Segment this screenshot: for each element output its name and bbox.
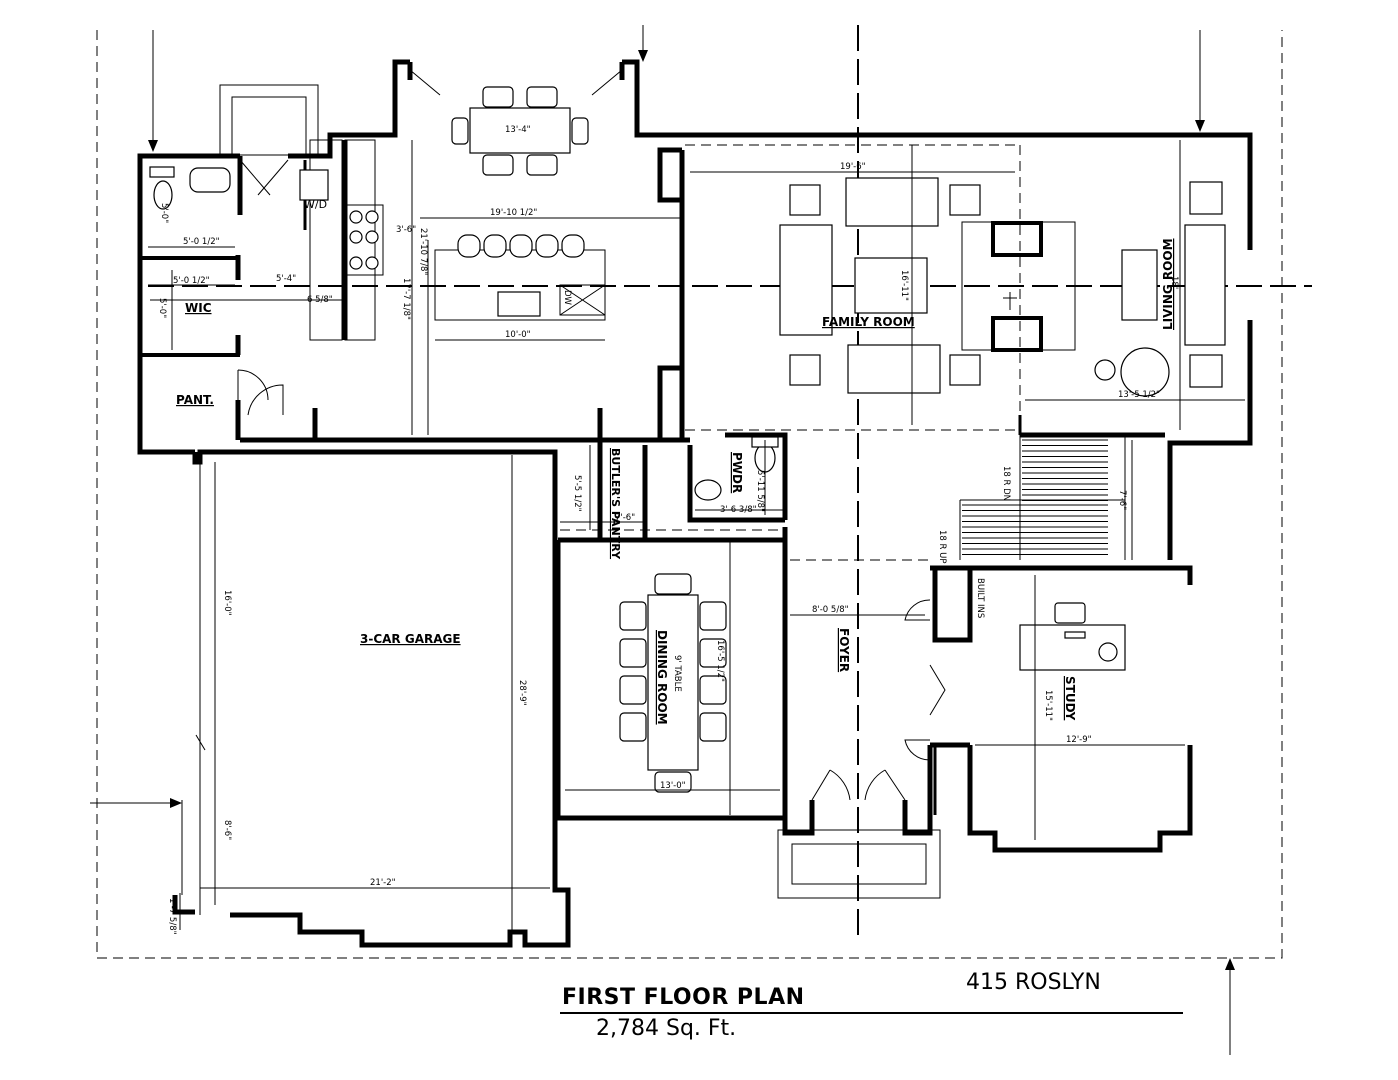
dim-island-gap: 3'-6" bbox=[396, 225, 416, 235]
dim-garage-depth: 28'-9" bbox=[517, 680, 527, 706]
dim-kitchen-17: 17'-7 1/8" bbox=[401, 278, 411, 320]
property-boundary bbox=[96, 30, 1283, 959]
dim-study-width: 12'-9" bbox=[1066, 735, 1092, 745]
label-pantry: PANT. bbox=[176, 393, 214, 407]
dining-chair bbox=[654, 771, 692, 793]
label-butlers-pantry: BUTLER'S PANTRY bbox=[609, 448, 622, 560]
label-wd: W/D bbox=[304, 198, 327, 211]
label-study: STUDY bbox=[1063, 676, 1077, 721]
living-room-furniture bbox=[1094, 181, 1226, 397]
label-dining-room: DINING ROOM bbox=[655, 630, 669, 725]
dim-wic-depth: 5'-0" bbox=[157, 298, 167, 318]
island-stools bbox=[457, 234, 585, 258]
island-stool bbox=[483, 234, 507, 258]
dimension-labels: 13'-4" 19'-10 1/2" 21'-10 7/8" 17'-7 1/8… bbox=[157, 125, 1179, 935]
dim-kitchen-width: 19'-10 1/2" bbox=[490, 208, 537, 218]
family-room-furniture bbox=[779, 177, 1076, 394]
dim-butler-depth: 5'-5 1/2" bbox=[572, 475, 582, 512]
dim-island-length: 10'-0" bbox=[505, 330, 531, 340]
dining-chair bbox=[699, 638, 727, 668]
door-swings bbox=[237, 69, 946, 801]
section-arrows bbox=[90, 25, 1235, 1055]
label-table-note: 9' TABLE bbox=[672, 655, 682, 692]
study-desk bbox=[1019, 602, 1126, 671]
label-foyer: FOYER bbox=[837, 628, 851, 672]
room-labels: FAMILY ROOM LIVING ROOM WIC PANT. 3-CAR … bbox=[176, 198, 1175, 725]
dim-butler-width: 7'-6" bbox=[615, 513, 635, 523]
stairs bbox=[962, 439, 1108, 555]
island-stool bbox=[561, 234, 585, 258]
dining-table bbox=[619, 573, 727, 793]
dim-mud-depth: 6 5/8" bbox=[307, 295, 333, 305]
plan-title: FIRST FLOOR PLAN bbox=[562, 985, 805, 1010]
dim-garage-edge: 1'-7 5/8" bbox=[167, 898, 177, 935]
kitchen-counters bbox=[309, 139, 606, 341]
dim-powder-width: 3'-6 3/8" bbox=[720, 505, 757, 515]
dim-living-width: 13'-5 1/2" bbox=[1118, 390, 1160, 400]
dim-dining-width: 13'-0" bbox=[660, 781, 686, 791]
label-dw: DW bbox=[562, 290, 572, 306]
dining-chair bbox=[619, 675, 647, 705]
island-stool bbox=[535, 234, 559, 258]
dining-chair bbox=[699, 601, 727, 631]
dim-dining-depth: 16'-5 1/2" bbox=[715, 640, 725, 682]
dining-chair bbox=[699, 712, 727, 742]
dim-family-width: 19'-6" bbox=[840, 162, 866, 172]
dimension-lines bbox=[148, 140, 1245, 940]
dim-garage-width: 21'-2" bbox=[370, 878, 396, 888]
porch-outlines bbox=[219, 84, 941, 899]
label-powder: PWDR bbox=[730, 452, 744, 493]
label-wic: WIC bbox=[185, 301, 212, 315]
breakfast-table bbox=[451, 86, 589, 176]
plan-area: 2,784 Sq. Ft. bbox=[596, 1016, 737, 1041]
dim-stair-up: 18 R UP bbox=[937, 530, 947, 563]
dim-garage-86: 8'-6" bbox=[222, 820, 232, 840]
dim-family-depth: 16'-11" bbox=[899, 270, 909, 301]
dining-chair bbox=[619, 638, 647, 668]
dim-powder-depth: 5'-11 5/8" bbox=[755, 470, 765, 512]
dining-chair bbox=[619, 601, 647, 631]
label-living-room: LIVING ROOM bbox=[1161, 238, 1175, 330]
exterior-walls bbox=[137, 59, 1253, 948]
dim-bath-depth: 5'-0" bbox=[159, 203, 169, 223]
dim-mud-width: 5'-4" bbox=[276, 274, 296, 284]
dining-chair bbox=[699, 675, 727, 705]
dim-kitchen-depth: 21'-10 7/8" bbox=[418, 228, 428, 275]
dining-chair bbox=[654, 573, 692, 595]
island-stool bbox=[457, 234, 481, 258]
dim-foyer-width: 8'-0 5/8" bbox=[812, 605, 849, 615]
label-built-ins: BUILT INS bbox=[975, 578, 985, 618]
dim-stair-width: 7'-6" bbox=[1117, 490, 1127, 510]
dining-chair bbox=[619, 712, 647, 742]
dim-living-depth: 18' bbox=[1169, 276, 1179, 289]
island-stool bbox=[509, 234, 533, 258]
label-family-room: FAMILY ROOM bbox=[822, 315, 915, 329]
label-garage: 3-CAR GARAGE bbox=[360, 632, 461, 646]
dim-wic-width: 5'-0 1/2" bbox=[173, 276, 210, 286]
dim-garage-16: 16'-0" bbox=[222, 590, 232, 616]
plan-address: 415 ROSLYN bbox=[966, 970, 1101, 995]
dim-study-depth: 15'-11" bbox=[1043, 690, 1053, 721]
dim-stair-down: 18 R DN bbox=[1001, 466, 1011, 501]
dim-bath-width: 5'-0 1/2" bbox=[183, 237, 220, 247]
dim-breakfast-table: 13'-4" bbox=[505, 125, 531, 135]
